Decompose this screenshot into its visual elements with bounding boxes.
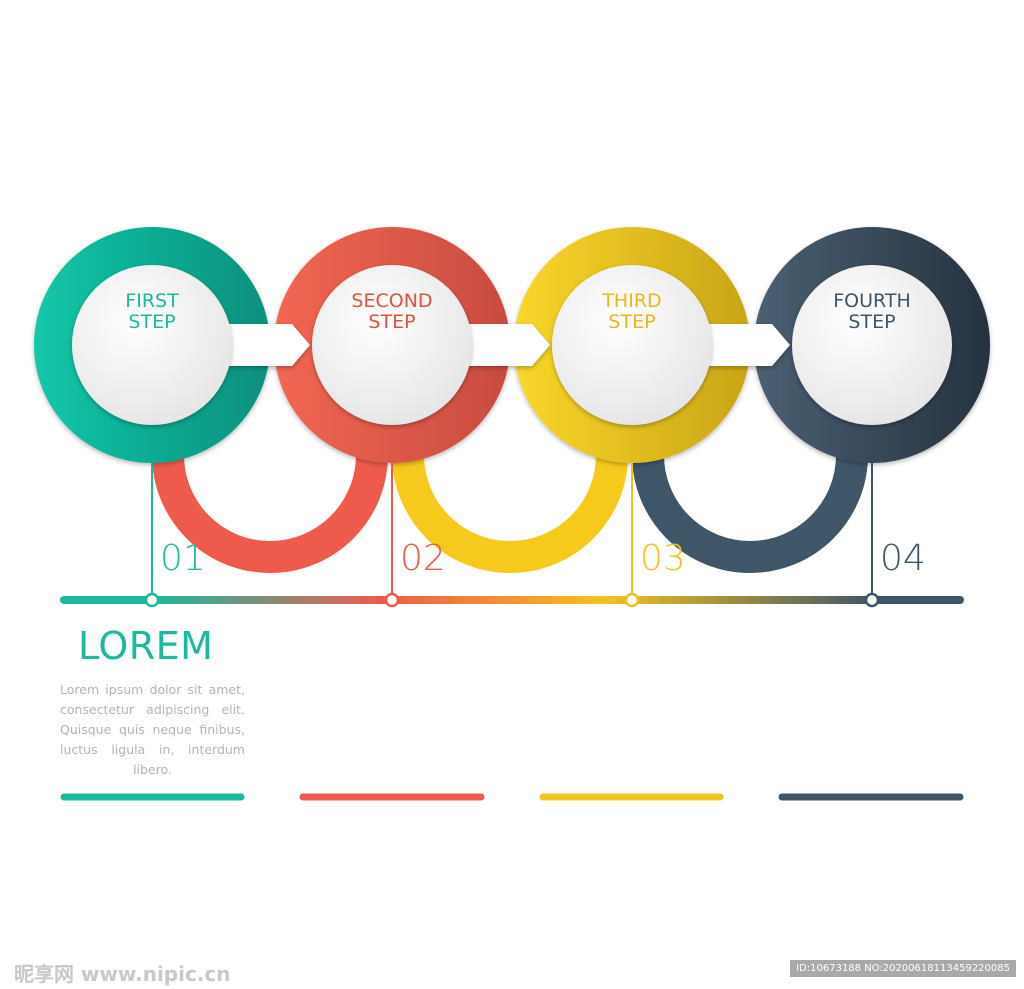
connector-arc-red: [152, 454, 388, 573]
connector-arc-yellow: [392, 454, 628, 573]
step-label-second-line1: SECOND: [351, 290, 433, 312]
step-label-fourth: FOURTH STEP: [802, 291, 942, 333]
timeline-node-3: [624, 592, 640, 608]
step-label-fourth-line1: FOURTH: [833, 290, 911, 312]
disc-fourth: [792, 265, 952, 425]
disc-second: [312, 265, 472, 425]
disc-first: [72, 265, 232, 425]
connector-arc-navy: [632, 454, 868, 573]
step-label-third-line1: THIRD: [602, 290, 662, 312]
step-label-first-line1: FIRST: [125, 290, 179, 312]
step-number-04: 04: [880, 538, 926, 579]
step-label-first-line2: STEP: [128, 311, 176, 333]
content-title: LOREM: [78, 624, 214, 668]
step-label-third: THIRD STEP: [562, 291, 702, 333]
arrow-connector-3: [708, 324, 790, 366]
arrow-connector-2: [468, 324, 550, 366]
step-label-third-line2: STEP: [608, 311, 656, 333]
timeline-node-2: [384, 592, 400, 608]
content-body: Lorem ipsum dolor sit amet, consectetur …: [60, 682, 245, 777]
step-number-03: 03: [640, 538, 686, 579]
watermark-right: ID:10673188 NO:20200618113459220085: [790, 960, 1016, 977]
arrow-connector-1: [228, 324, 310, 366]
step-label-fourth-line2: STEP: [848, 311, 896, 333]
step-label-second-line2: STEP: [368, 311, 416, 333]
step-label-first: FIRST STEP: [82, 291, 222, 333]
step-number-01: 01: [160, 538, 206, 579]
watermark-left: 昵享网 www.nipic.cn: [14, 962, 231, 986]
timeline-node-4: [864, 592, 880, 608]
step-label-second: SECOND STEP: [322, 291, 462, 333]
disc-third: [552, 265, 712, 425]
timeline-node-1: [144, 592, 160, 608]
step-number-02: 02: [400, 538, 446, 579]
